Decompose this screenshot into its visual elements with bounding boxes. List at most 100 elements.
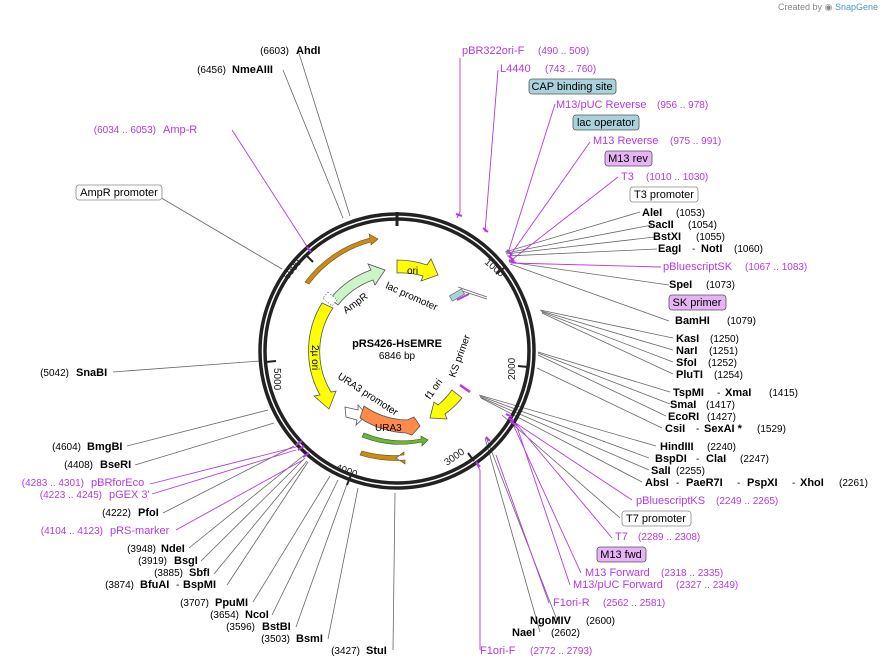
smai-pos: (1417) — [706, 400, 735, 411]
m13-forward-name[interactable]: M13 Forward — [585, 567, 650, 579]
pbr322ori-name[interactable]: pBR322ori-F — [462, 45, 525, 57]
ampr-promoter-box[interactable] — [75, 184, 163, 201]
bfuai-name[interactable]: BfuAI — [140, 579, 169, 591]
kasi-name[interactable]: KasI — [676, 333, 699, 345]
csii-name[interactable]: CsiI — [665, 423, 685, 435]
f1-ori-feature[interactable] — [429, 389, 463, 420]
smai-name[interactable]: SmaI — [670, 399, 696, 411]
pspxi-name[interactable]: PspXI — [747, 477, 778, 489]
ampr-primer-name[interactable]: Amp-R — [163, 124, 197, 136]
bamhi-name[interactable]: BamHI — [675, 315, 710, 327]
plasmid-name: pRS426-HsEMRE — [352, 338, 442, 350]
eagi-name[interactable]: EagI — [658, 243, 681, 255]
f1ori-r-name[interactable]: F1ori-R — [553, 597, 590, 609]
absi-name[interactable]: AbsI — [645, 477, 669, 489]
m13puc-rev-name[interactable]: M13/pUC Reverse — [556, 99, 646, 111]
lac-operator-box[interactable] — [572, 114, 640, 131]
eagi-pos: (1060) — [734, 244, 763, 255]
bspmi-name[interactable]: BspMI — [183, 579, 216, 591]
ring-ticks — [265, 255, 529, 486]
ncoi-name[interactable]: NcoI — [245, 609, 269, 621]
snapgene-logo-icon: ◉ — [824, 2, 833, 12]
pluti-name[interactable]: PluTI — [676, 369, 703, 381]
ngomiv-name[interactable]: NgoMIV — [530, 615, 572, 627]
pfoi-name[interactable]: PfoI — [138, 507, 159, 519]
ura3-promoter-feature[interactable] — [344, 403, 368, 427]
t3-promoter-box[interactable] — [629, 186, 699, 203]
sbfi-pos: (3885) — [154, 568, 183, 579]
t7-promoter-box[interactable] — [621, 510, 692, 527]
prsmarker-name[interactable]: pRS-marker — [110, 525, 170, 537]
xmai-name[interactable]: XmaI — [725, 387, 751, 399]
bmgbi-name[interactable]: BmgBI — [87, 441, 122, 453]
stui-name[interactable]: StuI — [366, 645, 387, 657]
naei-name[interactable]: NaeI — [512, 627, 535, 639]
ndei-name[interactable]: NdeI — [161, 543, 185, 555]
xhoi-name[interactable]: XhoI — [800, 477, 824, 489]
t3-pos: (1010 .. 1030) — [646, 172, 708, 183]
t7-name[interactable]: T7 — [615, 531, 628, 543]
ampr-promoter-feature[interactable] — [322, 291, 338, 307]
nari-name[interactable]: NarI — [676, 345, 697, 357]
bstbi-name[interactable]: BstBI — [262, 621, 291, 633]
tspmi-name[interactable]: TspMI — [673, 387, 704, 399]
credit-prefix: Created by — [778, 2, 823, 12]
pbrforeco-name[interactable]: pBRforEco — [91, 477, 144, 489]
clai-name[interactable]: ClaI — [706, 453, 726, 465]
spei-name[interactable]: SpeI — [669, 279, 692, 291]
sacii-name[interactable]: SacII — [648, 219, 674, 231]
ks-primer-label: KS primer — [447, 333, 473, 379]
lac-promoter-label: lac promoter — [384, 281, 440, 314]
naei-pos: (2602) — [551, 628, 580, 639]
csii-sep: - — [696, 424, 699, 435]
bseri-name[interactable]: BseRI — [100, 459, 131, 471]
nmeaiii-name[interactable]: NmeAIII — [232, 64, 273, 76]
leader-lines — [112, 49, 674, 651]
hindiii-name[interactable]: HindIII — [660, 441, 694, 453]
cap-binding-site-box[interactable] — [528, 78, 617, 95]
bstbi-pos: (3596) — [226, 622, 255, 633]
pbluescriptsk-name[interactable]: pBluescriptSK — [663, 261, 733, 273]
pbrforeco-pos: (4283 .. 4301) — [22, 478, 84, 489]
pbluescriptks-pos: (2249 .. 2265) — [716, 496, 778, 507]
bsgi-name[interactable]: BsgI — [174, 555, 198, 567]
t3-name[interactable]: T3 — [621, 171, 634, 183]
m13-reverse-name[interactable]: M13 Reverse — [593, 135, 658, 147]
alei-name[interactable]: AleI — [642, 207, 662, 219]
m13-fwd-box[interactable] — [596, 546, 647, 563]
snabi-name[interactable]: SnaBI — [76, 367, 107, 379]
m13-rev-box[interactable] — [604, 150, 653, 167]
ppumi-name[interactable]: PpuMI — [215, 597, 248, 609]
pbluescriptks-name[interactable]: pBluescriptKS — [636, 495, 705, 507]
ori-feature[interactable] — [396, 258, 439, 282]
ura3-label: URA3 — [375, 423, 402, 434]
ecori-name[interactable]: EcoRI — [668, 411, 699, 423]
bstxi-name[interactable]: BstXI — [653, 231, 681, 243]
2mu-ori-feature[interactable] — [308, 302, 337, 410]
noti-name[interactable]: NotI — [701, 243, 722, 255]
sali-name[interactable]: SalI — [651, 465, 671, 477]
l4440-name[interactable]: L4440 — [500, 63, 531, 75]
pbr322ori-pos: (490 .. 509) — [538, 46, 589, 57]
sexai-name[interactable]: SexAI * — [704, 423, 743, 435]
bamhi-pos: (1079) — [727, 316, 756, 327]
ampr-feature[interactable] — [329, 263, 386, 306]
paer7i-name[interactable]: PaeR7I — [686, 477, 723, 489]
lac-operator-feature[interactable] — [449, 288, 465, 302]
ngomiv-pos: (2600) — [586, 616, 615, 627]
bspdi-name[interactable]: BspDI — [655, 453, 687, 465]
m13puc-fwd-name[interactable]: M13/pUC Forward — [573, 579, 663, 591]
sbfi-name[interactable]: SbfI — [189, 567, 210, 579]
sk-primer-box[interactable] — [668, 294, 727, 311]
bsmi-name[interactable]: BsmI — [296, 633, 323, 645]
bmgbi-pos: (4604) — [52, 442, 81, 453]
sacii-pos: (1054) — [688, 220, 717, 231]
f1ori-f-name[interactable]: F1ori-F — [480, 645, 516, 657]
ura3-feature[interactable] — [359, 405, 421, 436]
bseri-pos: (4408) — [64, 460, 93, 471]
pgex3-name[interactable]: pGEX 3' — [109, 489, 150, 501]
snabi-pos: (5042) — [40, 368, 69, 379]
ahdi-name[interactable]: AhdI — [296, 45, 320, 57]
sfoi-name[interactable]: SfoI — [676, 357, 697, 369]
